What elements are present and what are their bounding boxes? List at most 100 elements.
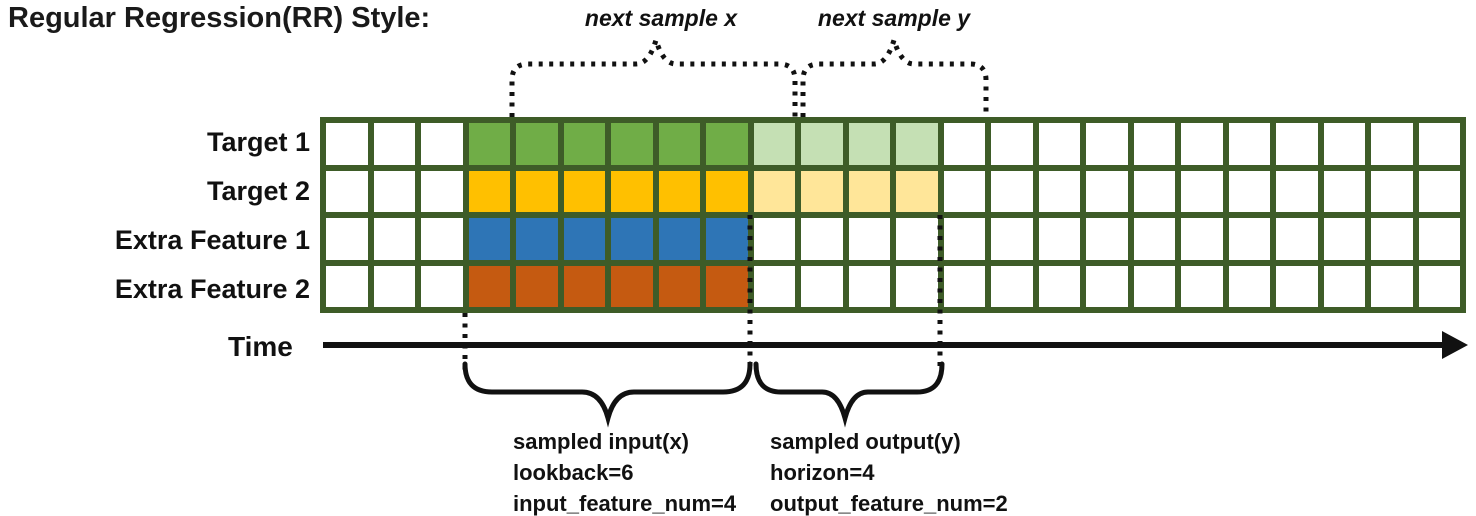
grid-cell	[753, 265, 795, 307]
grid-cell	[1276, 170, 1318, 212]
grid-cell	[468, 123, 510, 165]
grid-cell	[516, 170, 558, 212]
grid-cell	[468, 218, 510, 260]
grid-cell	[801, 170, 843, 212]
grid-cell	[658, 265, 700, 307]
grid-cell	[373, 218, 415, 260]
grid-cell	[421, 265, 463, 307]
grid-cell	[1228, 123, 1270, 165]
grid-cell	[943, 218, 985, 260]
grid-cell	[753, 123, 795, 165]
sampled-output-caption: sampled output(y) horizon=4 output_featu…	[770, 426, 1008, 516]
grid-cell	[373, 265, 415, 307]
grid-cell	[896, 265, 938, 307]
grid-cell	[1133, 265, 1175, 307]
grid-cell	[753, 170, 795, 212]
grid-cell	[706, 170, 748, 212]
grid-cell	[1181, 218, 1223, 260]
time-axis-label: Time	[228, 331, 293, 362]
grid-cell	[516, 218, 558, 260]
grid-cell	[706, 123, 748, 165]
grid-cell	[801, 123, 843, 165]
grid-cell	[611, 265, 653, 307]
page-title: Regular Regression(RR) Style:	[8, 2, 431, 34]
grid-cell	[563, 123, 605, 165]
grid-cell	[468, 170, 510, 212]
sampled-output-line2: horizon=4	[770, 460, 875, 485]
grid-cell	[1371, 170, 1413, 212]
grid-cell	[1418, 123, 1460, 165]
grid-cell	[1038, 123, 1080, 165]
grid-cell	[1371, 218, 1413, 260]
sampled-input-brace	[462, 361, 753, 428]
grid-cell	[1086, 123, 1128, 165]
grid-cell	[1323, 123, 1365, 165]
sampled-input-caption: sampled input(x) lookback=6 input_featur…	[513, 426, 736, 516]
grid-cell	[563, 218, 605, 260]
grid-cell	[1133, 218, 1175, 260]
timeline-grid	[320, 117, 1466, 313]
grid-cell	[1418, 218, 1460, 260]
grid-cell	[1418, 170, 1460, 212]
grid-cell	[563, 265, 605, 307]
grid-cell	[943, 123, 985, 165]
grid-cell	[516, 265, 558, 307]
grid-cell	[1228, 218, 1270, 260]
grid-cell	[516, 123, 558, 165]
sampled-input-line1: sampled input(x)	[513, 429, 690, 454]
grid-cell	[326, 170, 368, 212]
grid-cell	[1276, 218, 1318, 260]
next-sample-y-brace	[800, 31, 989, 117]
grid-cell	[1276, 123, 1318, 165]
grid-cell	[753, 218, 795, 260]
grid-cell	[1323, 265, 1365, 307]
grid-cell	[1086, 265, 1128, 307]
time-axis-arrowhead-icon	[1442, 331, 1468, 359]
grid-cell	[1086, 170, 1128, 212]
grid-cell	[1181, 123, 1223, 165]
grid-cell	[1276, 265, 1318, 307]
next-sample-x-label: next sample x	[584, 5, 738, 31]
grid-cell	[468, 265, 510, 307]
grid-cell	[991, 170, 1033, 212]
grid-cell	[658, 218, 700, 260]
grid-cell	[1181, 170, 1223, 212]
grid-cell	[848, 123, 890, 165]
grid-cell	[1038, 265, 1080, 307]
grid-cell	[1133, 170, 1175, 212]
grid-cell	[373, 123, 415, 165]
grid-cell	[421, 170, 463, 212]
grid-cell	[326, 123, 368, 165]
row-label-extra-feature-1: Extra Feature 1	[114, 225, 310, 255]
grid-cell	[991, 265, 1033, 307]
row-label-extra-feature-2: Extra Feature 2	[114, 274, 310, 304]
grid-cell	[1181, 265, 1223, 307]
grid-cell	[421, 218, 463, 260]
grid-cell	[706, 265, 748, 307]
grid-cell	[991, 123, 1033, 165]
grid-cell	[611, 123, 653, 165]
grid-cell	[611, 218, 653, 260]
grid-cell	[326, 218, 368, 260]
grid-cell	[1086, 218, 1128, 260]
grid-cell	[1323, 170, 1365, 212]
grid-cell	[658, 123, 700, 165]
grid-cell	[896, 218, 938, 260]
row-label-target-2: Target 2	[206, 176, 310, 206]
grid-cell	[658, 170, 700, 212]
sampled-output-brace	[753, 361, 945, 428]
grid-cell	[991, 218, 1033, 260]
sampled-output-line3: output_feature_num=2	[770, 491, 1008, 516]
grid-cell	[848, 265, 890, 307]
grid-cell	[943, 170, 985, 212]
grid-cell	[1418, 265, 1460, 307]
grid-cell	[611, 170, 653, 212]
grid-cell	[943, 265, 985, 307]
grid-cell	[1323, 218, 1365, 260]
grid-cell	[848, 170, 890, 212]
grid-cell	[801, 218, 843, 260]
grid-cell	[1038, 170, 1080, 212]
grid-cell	[1371, 265, 1413, 307]
grid-cell	[1133, 123, 1175, 165]
row-label-target-1: Target 1	[206, 127, 310, 157]
